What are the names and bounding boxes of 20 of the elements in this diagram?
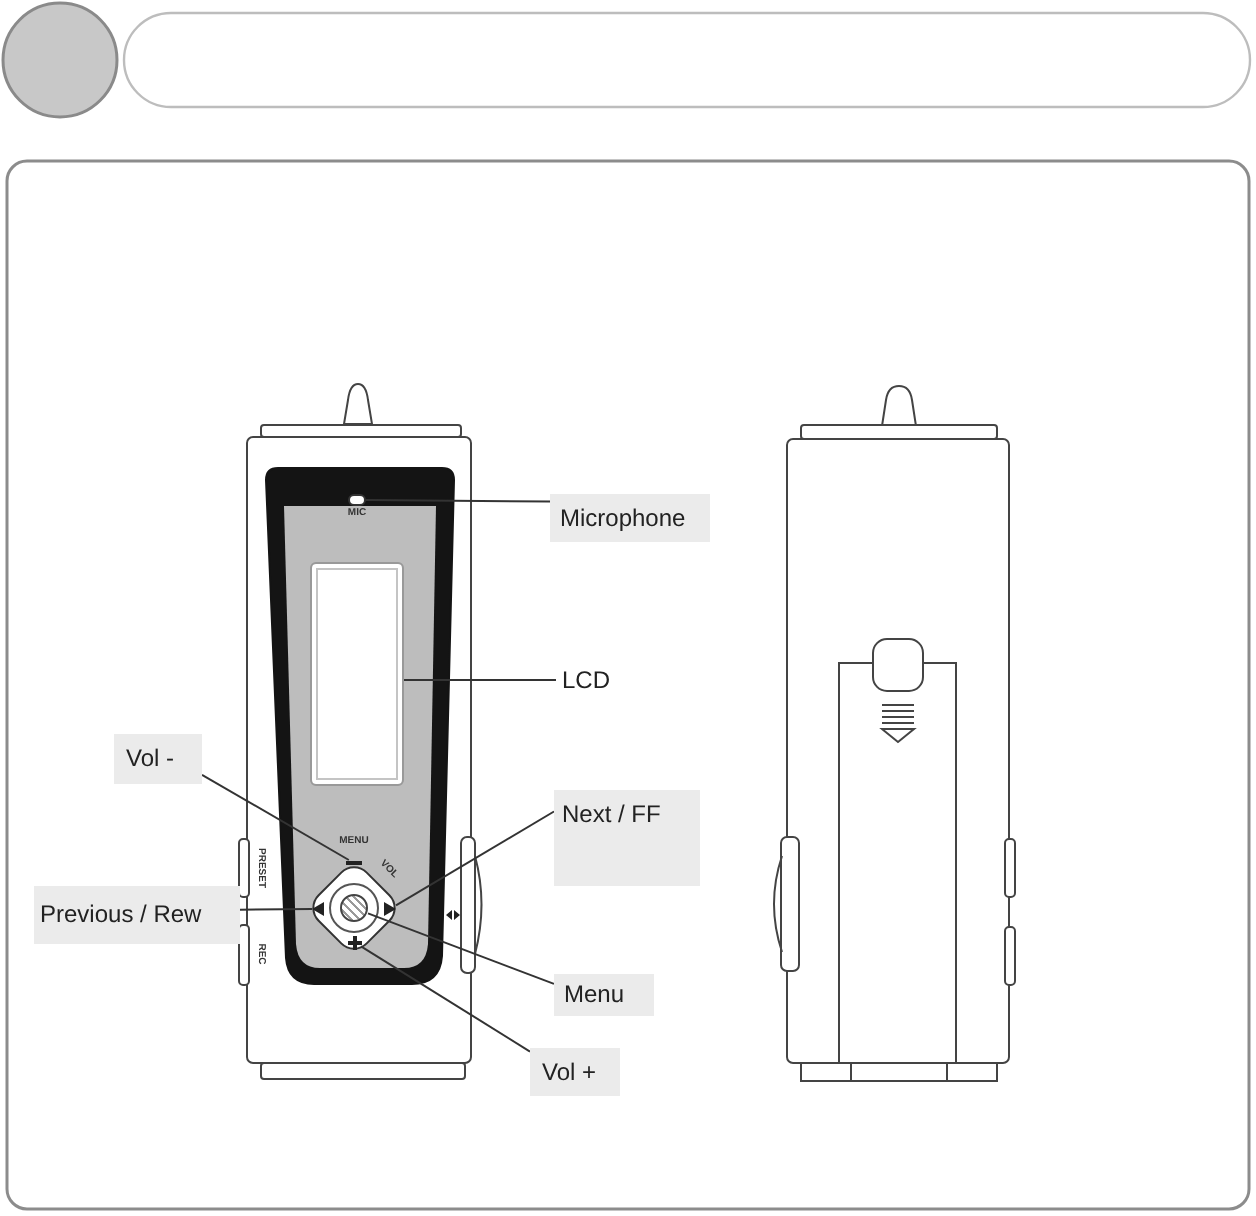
callout-label: Vol + bbox=[530, 1048, 620, 1096]
callout-label: Previous / Rew bbox=[34, 886, 240, 944]
right-triangle-icon bbox=[384, 902, 396, 916]
left-triangle-icon bbox=[312, 902, 324, 916]
callout-label: Next / FF bbox=[554, 790, 700, 886]
leader-line bbox=[367, 912, 555, 985]
lcd-screen bbox=[310, 562, 404, 786]
leader-line bbox=[365, 499, 551, 503]
plus-icon bbox=[347, 935, 361, 949]
callout-text: LCD bbox=[556, 664, 616, 696]
leader-line bbox=[403, 679, 557, 681]
leader-line bbox=[360, 945, 531, 1053]
callout-label: Vol - bbox=[114, 734, 202, 784]
minus-icon bbox=[346, 860, 362, 866]
leader-line bbox=[201, 773, 350, 861]
microphone-hole bbox=[348, 494, 366, 506]
callout-label: Microphone bbox=[550, 494, 710, 542]
leader-line bbox=[395, 810, 555, 907]
leader-line bbox=[239, 908, 313, 911]
callout-label: Menu bbox=[554, 974, 654, 1016]
